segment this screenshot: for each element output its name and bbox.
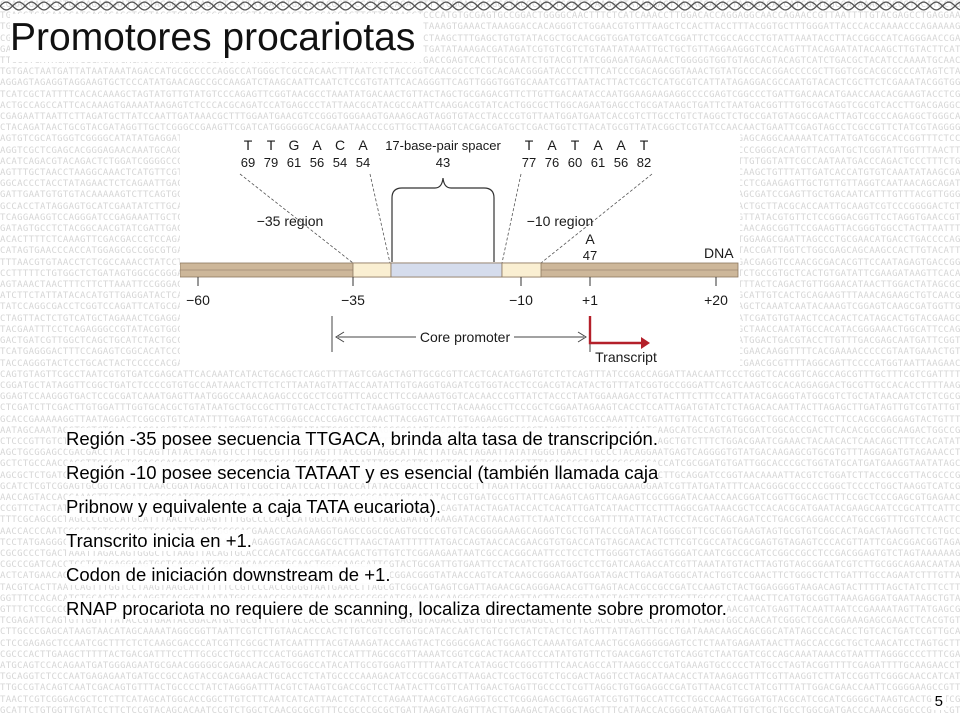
position-ticks <box>197 277 717 286</box>
bullet-item: Región -10 posee secencia TATAAT y es es… <box>66 462 659 483</box>
spacer-label: 17-base-pair spacer <box>385 138 501 153</box>
consensus-base: A <box>616 137 626 153</box>
consensus-percent: 60 <box>568 155 582 170</box>
spacer-box <box>390 262 503 278</box>
spacer-value: 43 <box>436 155 450 170</box>
minus-10-box <box>501 262 542 278</box>
core-promoter-label: Core promoter <box>420 329 511 345</box>
transcript-label: Transcript <box>595 349 657 365</box>
top-wave-border <box>0 1 960 11</box>
consensus-guide-lines <box>239 173 653 264</box>
consensus-base: C <box>335 137 345 153</box>
consensus-base: T <box>640 137 649 153</box>
consensus-percent: 56 <box>310 155 324 170</box>
dna-strand <box>180 262 739 278</box>
consensus-base: T <box>571 137 580 153</box>
minus-35-consensus: T T G A C A 69 79 61 56 54 54 <box>241 137 370 170</box>
tick-label: −60 <box>186 292 210 308</box>
tick-label: +20 <box>704 292 728 308</box>
consensus-percent: 56 <box>614 155 628 170</box>
core-promoter-span <box>331 316 591 352</box>
consensus-base: T <box>244 137 253 153</box>
bullet-list: Región -35 posee secuencia TTGACA, brind… <box>66 422 936 626</box>
tick-label: +1 <box>582 292 598 308</box>
promoter-diagram: T T G A C A 69 79 61 56 54 54 17-base-pa… <box>180 130 740 370</box>
start-base-percent: 47 <box>583 248 597 263</box>
consensus-percent: 77 <box>522 155 536 170</box>
slide-title: Promotores procariotas <box>10 14 424 62</box>
minus-10-consensus: T A T A A T 77 76 60 61 56 82 <box>522 137 651 170</box>
minus-35-box <box>352 262 392 278</box>
bullet-item: Codon de iniciación downstream de +1. <box>66 564 391 585</box>
transcript-arrow <box>588 316 650 349</box>
consensus-base: A <box>358 137 368 153</box>
tick-label: −10 <box>509 292 533 308</box>
tick-label: −35 <box>341 292 365 308</box>
spacer-brace <box>391 177 495 262</box>
minus-35-region-label: −35 region <box>257 213 324 229</box>
consensus-base: G <box>289 137 300 153</box>
bullet-item: Región -35 posee secuencia TTGACA, brind… <box>66 428 658 449</box>
consensus-base: T <box>267 137 276 153</box>
consensus-base: A <box>547 137 557 153</box>
consensus-base: T <box>525 137 534 153</box>
consensus-percent: 69 <box>241 155 255 170</box>
consensus-percent: 54 <box>333 155 347 170</box>
bullet-item: Transcrito inicia en +1. <box>66 530 252 551</box>
consensus-base: A <box>312 137 322 153</box>
minus-10-region-label: −10 region <box>527 213 594 229</box>
consensus-base: A <box>593 137 603 153</box>
consensus-percent: 54 <box>356 155 370 170</box>
page-number: 5 <box>931 693 946 710</box>
consensus-percent: 61 <box>287 155 301 170</box>
consensus-percent: 82 <box>637 155 651 170</box>
start-base: A <box>585 231 595 247</box>
consensus-percent: 76 <box>545 155 559 170</box>
dna-label: DNA <box>704 245 734 261</box>
consensus-percent: 79 <box>264 155 278 170</box>
bullet-item: RNAP procariota no requiere de scanning,… <box>66 598 727 619</box>
bullet-item: Pribnow y equivalente a caja TATA eucari… <box>66 496 441 517</box>
consensus-percent: 61 <box>591 155 605 170</box>
